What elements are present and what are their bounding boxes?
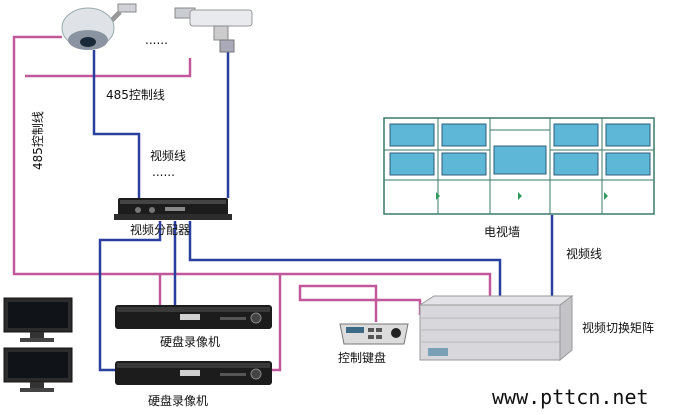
label-dvr-1: 硬盘录像机 [160,334,220,349]
dvr-icon [115,361,272,385]
video-line-matrix [188,221,502,300]
label-video-line-top: 视频线 [150,148,186,163]
lcd-monitor-icon [3,297,73,342]
video-line-dvr-2 [98,221,162,372]
tv-screen [441,123,487,147]
video-distributor-icon [114,198,232,220]
control-line-dvr-2 [272,274,282,372]
label-matrix: 视频切换矩阵 [582,320,654,335]
video-line-dots: ...... [152,165,175,179]
label-keyboard: 控制键盘 [338,350,386,365]
tv-screen-main [493,145,547,175]
control-line-keyboard [298,284,422,322]
tv-wall-icon [383,117,655,215]
dvr-icon [115,305,272,329]
camera-ellipsis: ...... [145,33,168,47]
tv-screen [605,152,651,176]
matrix-switcher-icon [418,295,574,362]
lcd-monitor-icon [3,347,73,392]
tv-screen [553,123,599,147]
tv-screen [553,152,599,176]
watermark: www.pttcn.net [492,385,649,409]
video-line-dome [92,50,141,198]
label-tv-wall: 电视墙 [484,224,520,239]
tv-screen [389,152,435,176]
keyboard-icon [339,323,409,345]
tv-screen [605,123,651,147]
control-line-cameras [25,58,192,78]
label-distributor: 视频分配器 [130,222,190,237]
dome-camera-icon [61,3,137,50]
tv-screen [441,152,487,176]
control-line-485-left [12,35,492,300]
label-485-control-left: 485控制线 [31,111,45,170]
control-lines [12,35,492,372]
video-lines [92,50,554,372]
tv-screen [389,123,435,147]
label-video-line-right: 视频线 [566,246,602,261]
label-dvr-2: 硬盘录像机 [148,393,208,408]
label-485-control-top: 485控制线 [106,88,165,102]
box-camera-icon [174,7,253,53]
